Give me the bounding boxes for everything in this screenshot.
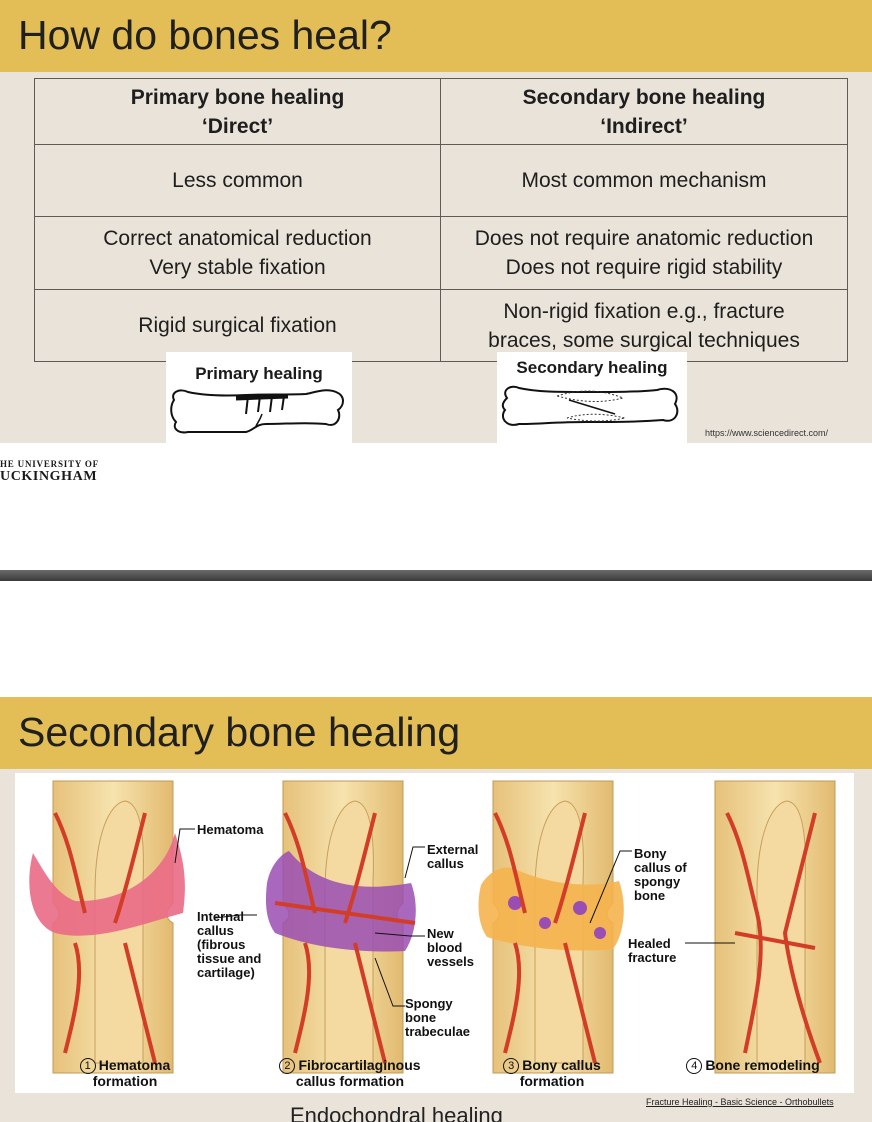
table-row: Correct anatomical reduction Very stable… bbox=[35, 217, 848, 290]
slide-divider bbox=[0, 570, 872, 581]
table-cell: Correct anatomical reduction Very stable… bbox=[35, 217, 441, 290]
header-secondary: Secondary bone healing ‘Indirect’ bbox=[441, 79, 848, 145]
stage-3-bone bbox=[479, 781, 624, 1073]
step-number: 2 bbox=[279, 1058, 295, 1074]
table-row: Less common Most common mechanism bbox=[35, 145, 848, 217]
slide-title: How do bones heal? bbox=[18, 12, 392, 59]
step-number: 4 bbox=[686, 1058, 702, 1074]
slide-bone-healing-overview: How do bones heal? Primary bone healing … bbox=[0, 0, 872, 443]
slide-secondary-bone-healing: Secondary bone healing bbox=[0, 697, 872, 1122]
step-number: 3 bbox=[503, 1058, 519, 1074]
table-cell: Non-rigid fixation e.g., fracture braces… bbox=[441, 290, 848, 362]
stage-4-bone bbox=[715, 781, 835, 1073]
table-cell: Most common mechanism bbox=[441, 145, 848, 217]
label-external-callus: External callus bbox=[427, 843, 478, 871]
label-new-blood-vessels: New blood vessels bbox=[427, 927, 474, 969]
slide-title: Secondary bone healing bbox=[18, 709, 460, 756]
figure-caption: Endochondral healing bbox=[290, 1103, 503, 1122]
secondary-healing-sketch: Secondary healing bbox=[497, 352, 687, 443]
primary-healing-sketch: Primary healing bbox=[166, 352, 352, 443]
label-spongy-bone: Spongy bone trabeculae bbox=[405, 997, 470, 1039]
stage-1-bone bbox=[29, 781, 185, 1073]
university-logo: HE UNIVERSITY OF UCKINGHAM bbox=[0, 459, 99, 485]
source-link[interactable]: Fracture Healing - Basic Science - Ortho… bbox=[646, 1097, 834, 1107]
table-header-row: Primary bone healing ‘Direct’ Secondary … bbox=[35, 79, 848, 145]
table-cell: Does not require anatomic reduction Does… bbox=[441, 217, 848, 290]
table-cell: Rigid surgical fixation bbox=[35, 290, 441, 362]
step-number: 1 bbox=[80, 1058, 96, 1074]
source-link[interactable]: https://www.sciencedirect.com/ bbox=[705, 428, 828, 438]
table-cell: Less common bbox=[35, 145, 441, 217]
header-primary: Primary bone healing ‘Direct’ bbox=[35, 79, 441, 145]
healing-stages-figure: Hematoma Internal callus (fibrous tissue… bbox=[15, 773, 854, 1093]
primary-healing-caption: Primary healing bbox=[166, 364, 352, 384]
label-bony-callus: Bony callus of spongy bone bbox=[634, 847, 687, 903]
healing-comparison-table: Primary bone healing ‘Direct’ Secondary … bbox=[34, 78, 848, 362]
label-internal-callus: Internal callus (fibrous tissue and cart… bbox=[197, 910, 261, 980]
table-row: Rigid surgical fixation Non-rigid fixati… bbox=[35, 290, 848, 362]
secondary-healing-caption: Secondary healing bbox=[497, 358, 687, 378]
stage-2-bone bbox=[266, 781, 416, 1073]
label-hematoma: Hematoma bbox=[197, 823, 263, 837]
label-healed-fracture: Healed fracture bbox=[628, 937, 676, 965]
